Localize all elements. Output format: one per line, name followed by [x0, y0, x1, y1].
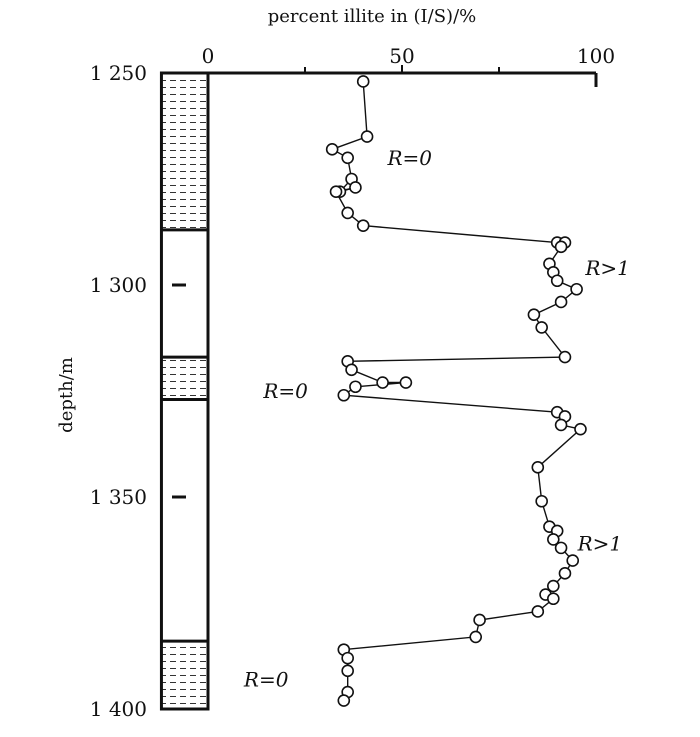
- data-point-0-30: [574, 422, 587, 436]
- labels: percent illite in (I/S)/% depth/m: [56, 6, 476, 433]
- y-tick-label-2: 1 350: [90, 485, 147, 509]
- x-tick-label-1: 50: [389, 44, 414, 68]
- annotation-4: R=0: [243, 667, 289, 691]
- data-point-0-25: [349, 380, 362, 394]
- data-point-0-9: [356, 219, 370, 232]
- data-point-0-1: [360, 130, 374, 143]
- data-point-0-16: [570, 282, 583, 296]
- series-line-0: [330, 81, 582, 701]
- data-point-0-8: [341, 206, 354, 220]
- data-point-0-29: [554, 418, 568, 432]
- data-point-0-26: [337, 388, 351, 402]
- x-tick-label-2: 100: [577, 44, 615, 68]
- data-point-0-19: [535, 321, 548, 334]
- y-tick-label-3: 1 400: [90, 697, 147, 721]
- y-tick-label-0: 1 250: [90, 61, 147, 85]
- lithology-interval-0: [161, 73, 208, 230]
- data-point-0-7: [329, 185, 343, 199]
- data-point-0-39: [547, 579, 560, 593]
- axes: 0 50 100 1 250 1 300 1 350 1 400: [90, 44, 615, 721]
- annotation-1: R>1: [584, 256, 630, 280]
- y-axis-label: depth/m: [56, 357, 77, 433]
- annotation-3: R>1: [577, 532, 623, 556]
- data-point-0-0: [356, 75, 370, 88]
- data-point-0-38: [558, 567, 572, 580]
- series-illite: [325, 75, 587, 707]
- data-point-0-6: [349, 181, 362, 194]
- y-tick-label-1: 1 300: [90, 273, 147, 297]
- data-point-0-44: [469, 630, 483, 644]
- data-point-0-17: [554, 295, 568, 309]
- data-point-0-24: [399, 376, 413, 389]
- lithology-interval-4: [161, 641, 208, 709]
- data-point-0-46: [341, 651, 354, 665]
- data-point-0-23: [376, 376, 389, 389]
- data-point-0-36: [554, 541, 568, 555]
- data-point-0-2: [325, 143, 339, 156]
- data-point-0-41: [547, 592, 560, 606]
- annotation-0: R=0: [386, 146, 432, 170]
- data-point-0-37: [566, 554, 580, 567]
- lithology-interval-3: [161, 399, 208, 642]
- data-point-0-32: [535, 494, 548, 508]
- lithology-interval-2: [161, 357, 208, 400]
- x-axis-label: percent illite in (I/S)/%: [268, 6, 477, 27]
- data-point-0-47: [341, 664, 354, 678]
- annotations: R=0R>1R=0R>1R=0: [243, 146, 630, 692]
- data-point-0-22: [345, 363, 358, 377]
- data-point-0-49: [337, 694, 351, 707]
- data-point-0-12: [554, 240, 568, 254]
- data-point-0-43: [473, 613, 486, 627]
- data-point-0-20: [558, 350, 572, 364]
- data-point-0-31: [531, 461, 545, 474]
- x-tick-label-0: 0: [202, 44, 215, 68]
- data-point-0-35: [547, 533, 560, 546]
- lithology-interval-1: [161, 229, 208, 358]
- data-point-0-42: [531, 605, 545, 618]
- lithology-column: [159, 71, 210, 711]
- data-point-0-18: [527, 308, 541, 321]
- data-point-0-3: [341, 151, 354, 165]
- annotation-2: R=0: [262, 379, 308, 403]
- data-point-0-15: [550, 274, 564, 288]
